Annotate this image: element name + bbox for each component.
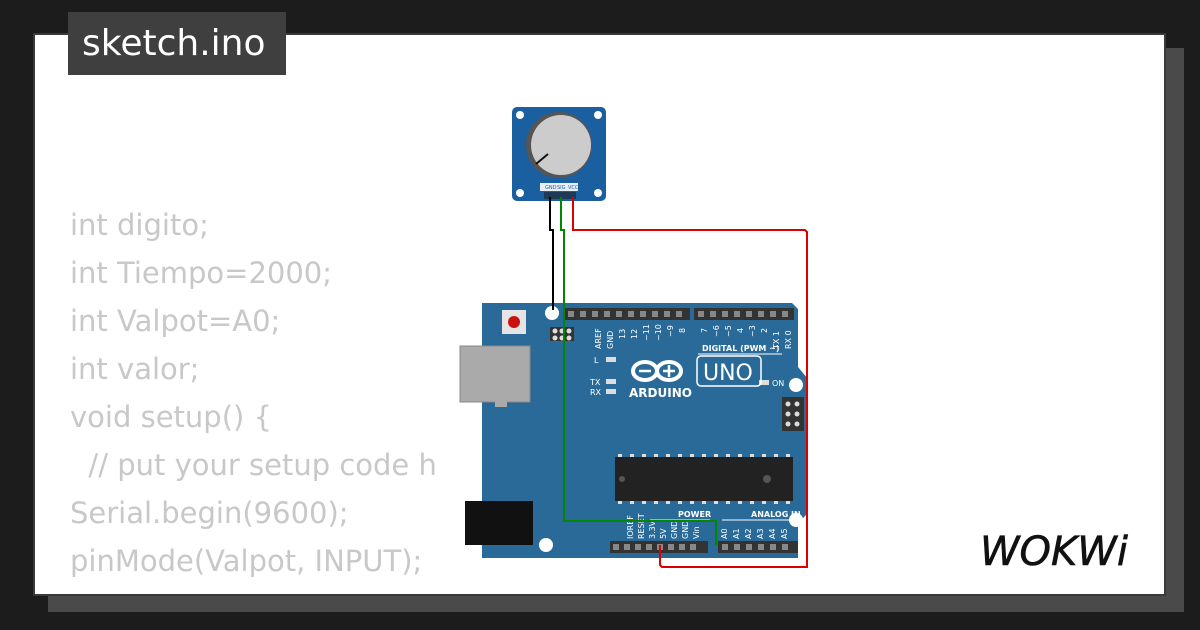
power-header-label: POWER xyxy=(678,510,711,519)
pin-label: ~6 xyxy=(712,325,721,337)
pin-label: ~3 xyxy=(748,325,757,337)
preview-card: int digito; int Tiempo=2000; int Valpot=A0… xyxy=(33,33,1166,596)
pot-pin-label: GND xyxy=(545,185,557,191)
potentiometer[interactable]: GND SIG VCC xyxy=(512,107,606,201)
pin-label: A2 xyxy=(744,528,753,539)
pin-label: 2 xyxy=(760,328,769,333)
led-label: RX xyxy=(590,388,602,397)
pin-label: 8 xyxy=(678,328,687,333)
code-line: int digito; xyxy=(70,208,209,242)
pin-label: ~5 xyxy=(724,325,733,337)
arduino-uno-board[interactable]: AREF GND 13 12 ~11 ~10 ~9 8 7 ~6 ~5 4 ~3… xyxy=(459,303,808,558)
pot-pin-label: VCC xyxy=(568,185,579,191)
pin-label: A4 xyxy=(768,528,777,539)
code-preview: int digito; int Tiempo=2000; int Valpot=A0… xyxy=(70,201,437,594)
knob-indicator xyxy=(535,153,549,165)
code-line: // put your setup code h xyxy=(70,448,437,482)
pot-pin-label: SIG xyxy=(557,185,566,191)
pin-label: A3 xyxy=(756,528,765,539)
file-tab-label: sketch.ino xyxy=(82,23,266,64)
pin-label: ~10 xyxy=(654,324,663,341)
wire-gnd[interactable] xyxy=(549,197,554,310)
pin-label: ~9 xyxy=(666,325,675,337)
pin-label: 4 xyxy=(736,328,745,333)
pin-label: GND xyxy=(681,521,690,539)
led-label: TX xyxy=(589,378,601,387)
pin-label: TX 1 xyxy=(772,331,781,350)
wire-signal[interactable] xyxy=(560,197,717,545)
pin-label: AREF xyxy=(594,328,603,349)
pin-label: 3.3V xyxy=(648,520,657,539)
on-led-label: ON xyxy=(772,379,784,388)
pin-label: 7 xyxy=(700,328,709,333)
pin-label: 12 xyxy=(630,329,639,339)
code-line: int Valpot=A0; xyxy=(70,304,281,338)
pin-label: RESET xyxy=(637,513,646,539)
pin-label: RX 0 xyxy=(784,330,793,349)
wokwi-logo: WOKWi xyxy=(980,529,1128,575)
analog-header-label: ANALOG IN xyxy=(751,510,801,519)
arduino-brand-label: ARDUINO xyxy=(629,386,692,400)
digital-header-right xyxy=(694,308,794,320)
arduino-logo xyxy=(631,360,683,382)
code-line: Serial.begin(9600); xyxy=(70,496,349,530)
digital-header-label: DIGITAL (PWM ~) xyxy=(702,344,780,353)
code-line: int valor; xyxy=(70,352,200,386)
pin-label: A5 xyxy=(780,528,789,539)
pin-label: 5V xyxy=(659,528,668,539)
code-line: void setup() { xyxy=(70,400,272,434)
pin-label: A0 xyxy=(720,528,729,539)
wire-vcc[interactable] xyxy=(572,197,808,568)
potentiometer-knob[interactable] xyxy=(531,115,591,175)
pin-label: ~11 xyxy=(642,324,651,341)
pin-label: Vin xyxy=(692,526,701,539)
wokwi-logo-text: WOKWi xyxy=(980,529,1128,575)
pin-label: IOREF xyxy=(626,515,635,539)
pin-label: GND xyxy=(606,331,615,349)
uno-model-label: UNO xyxy=(703,361,753,386)
power-jack xyxy=(465,501,533,545)
file-tab[interactable]: sketch.ino xyxy=(68,12,286,75)
pin-label: A1 xyxy=(732,528,741,539)
pin-label: 13 xyxy=(618,329,627,339)
circuit-diagram: GND SIG VCC xyxy=(459,107,808,568)
led-label: L xyxy=(594,356,599,365)
code-line: int Tiempo=2000; xyxy=(70,256,333,290)
code-line: pinMode(Valpot, INPUT); xyxy=(70,544,423,578)
usb-port xyxy=(459,345,531,403)
pin-label: GND xyxy=(670,521,679,539)
code-line: } xyxy=(70,585,437,594)
